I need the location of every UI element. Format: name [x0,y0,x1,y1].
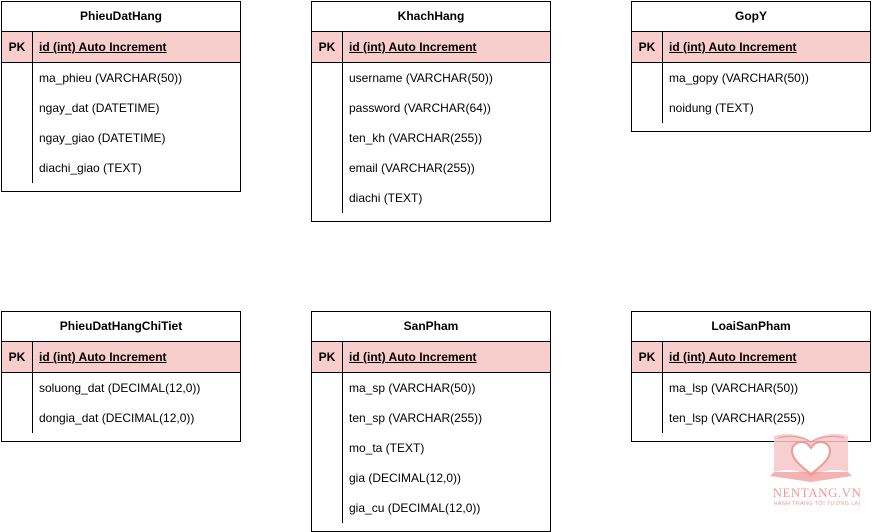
field-row: dongia_dat (DECIMAL(12,0)) [39,411,195,425]
divider [342,32,343,62]
primary-key-row: PK id (int) Auto Increment [632,32,870,63]
table-loaisanpham[interactable]: LoaiSanPham PK id (int) Auto Increment m… [631,311,871,442]
field-row: ngay_giao (DATETIME) [39,131,166,145]
table-title: PhieuDatHangChiTiet [2,312,240,342]
field-row: password (VARCHAR(64)) [349,101,491,115]
field-list: ma_gopy (VARCHAR(50)) noidung (TEXT) [632,63,870,131]
field-list: soluong_dat (DECIMAL(12,0)) dongia_dat (… [2,373,240,441]
pk-label: PK [8,350,26,364]
field-row: soluong_dat (DECIMAL(12,0)) [39,381,201,395]
field-row: ngay_dat (DATETIME) [39,101,160,115]
primary-key-row: PK id (int) Auto Increment [2,32,240,63]
field-row: noidung (TEXT) [669,101,754,115]
primary-key-row: PK id (int) Auto Increment [2,342,240,373]
pk-field: id (int) Auto Increment [669,40,797,54]
field-row: gia_cu (DECIMAL(12,0)) [349,501,481,515]
logo-tagline: HÀNH TRANG TỚI TƯƠNG LAI [773,501,861,507]
field-row: ma_phieu (VARCHAR(50)) [39,71,183,85]
table-title: LoaiSanPham [632,312,870,342]
field-row: username (VARCHAR(50)) [349,71,493,85]
pk-field: id (int) Auto Increment [349,350,477,364]
divider [32,373,33,433]
field-row: ma_lsp (VARCHAR(50)) [669,381,799,395]
table-phieudathang[interactable]: PhieuDatHang PK id (int) Auto Increment … [1,1,241,192]
table-gopy[interactable]: GopY PK id (int) Auto Increment ma_gopy … [631,1,871,132]
primary-key-row: PK id (int) Auto Increment [312,342,550,373]
pk-label: PK [8,40,26,54]
field-row: ten_sp (VARCHAR(255)) [349,411,483,425]
divider [662,32,663,62]
field-row: diachi (TEXT) [349,191,423,205]
table-sanpham[interactable]: SanPham PK id (int) Auto Increment ma_sp… [311,311,551,532]
field-row: gia (DECIMAL(12,0)) [349,471,462,485]
divider [662,63,663,123]
pk-field: id (int) Auto Increment [39,40,167,54]
field-list: ma_lsp (VARCHAR(50)) ten_lsp (VARCHAR(25… [632,373,870,441]
divider [662,373,663,433]
divider [342,342,343,372]
pk-field: id (int) Auto Increment [39,350,167,364]
field-row: mo_ta (TEXT) [349,441,425,455]
pk-label: PK [638,40,656,54]
divider [32,63,33,183]
table-title: KhachHang [312,2,550,32]
table-title: GopY [632,2,870,32]
divider [32,32,33,62]
nentang-logo: NENTANG.VN HÀNH TRANG TỚI TƯƠNG LAI [762,428,872,531]
logo-text: NENTANG.VN [772,485,862,500]
table-title: SanPham [312,312,550,342]
divider [662,342,663,372]
table-phieudathangchitiet[interactable]: PhieuDatHangChiTiet PK id (int) Auto Inc… [1,311,241,442]
field-row: diachi_giao (TEXT) [39,161,142,175]
primary-key-row: PK id (int) Auto Increment [632,342,870,373]
table-title: PhieuDatHang [2,2,240,32]
field-list: ma_sp (VARCHAR(50)) ten_sp (VARCHAR(255)… [312,373,550,531]
field-list: ma_phieu (VARCHAR(50)) ngay_dat (DATETIM… [2,63,240,191]
table-khachhang[interactable]: KhachHang PK id (int) Auto Increment use… [311,1,551,222]
field-list: username (VARCHAR(50)) password (VARCHAR… [312,63,550,221]
field-row: ma_sp (VARCHAR(50)) [349,381,476,395]
divider [342,63,343,213]
field-row: email (VARCHAR(255)) [349,161,475,175]
pk-field: id (int) Auto Increment [669,350,797,364]
divider [342,373,343,523]
primary-key-row: PK id (int) Auto Increment [312,32,550,63]
pk-label: PK [318,40,336,54]
field-row: ten_lsp (VARCHAR(255)) [669,411,805,425]
pk-label: PK [638,350,656,364]
pk-field: id (int) Auto Increment [349,40,477,54]
divider [32,342,33,372]
field-row: ma_gopy (VARCHAR(50)) [669,71,809,85]
book-heart-icon [770,434,852,482]
pk-label: PK [318,350,336,364]
field-row: ten_kh (VARCHAR(255)) [349,131,483,145]
